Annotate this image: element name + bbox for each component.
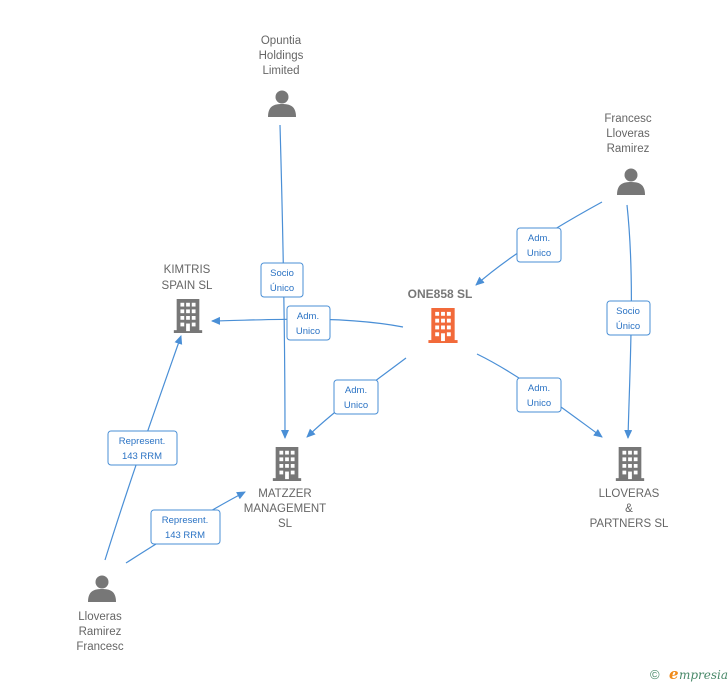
svg-text:Unico: Unico bbox=[527, 398, 551, 409]
svg-text:Unico: Unico bbox=[296, 326, 320, 337]
svg-text:Ramirez: Ramirez bbox=[79, 626, 122, 638]
node-one858[interactable]: ONE858 SL bbox=[408, 287, 473, 343]
empresia-watermark: © e mpresia bbox=[650, 665, 728, 683]
svg-text:Adm.: Adm. bbox=[345, 385, 367, 396]
copyright-symbol: © bbox=[650, 667, 660, 682]
svg-text:ONE858 SL: ONE858 SL bbox=[408, 287, 473, 301]
edge-lines bbox=[104, 124, 633, 564]
node-francesc-lloveras-ramirez[interactable]: Francesc Lloveras Ramirez bbox=[604, 113, 652, 195]
svg-text:MANAGEMENT: MANAGEMENT bbox=[244, 503, 326, 515]
svg-text:Francesc: Francesc bbox=[604, 113, 652, 125]
svg-text:Francesc: Francesc bbox=[76, 641, 124, 653]
svg-text:LLOVERAS: LLOVERAS bbox=[599, 488, 660, 500]
svg-text:Adm.: Adm. bbox=[297, 311, 319, 322]
svg-text:PARTNERS SL: PARTNERS SL bbox=[590, 518, 669, 530]
node-opuntia-holdings[interactable]: Opuntia Holdings Limited bbox=[259, 35, 304, 117]
edge-label-adm-unico-kimtris: Adm. Unico bbox=[286, 305, 331, 341]
svg-text:SPAIN SL: SPAIN SL bbox=[162, 280, 214, 292]
svg-text:Limited: Limited bbox=[262, 65, 299, 77]
svg-text:MATZZER: MATZZER bbox=[258, 488, 311, 500]
svg-text:Socio: Socio bbox=[270, 268, 294, 279]
svg-text:&: & bbox=[625, 503, 633, 515]
edge-label-adm-unico-lloveras: Adm. Unico bbox=[516, 377, 562, 413]
svg-text:Único: Único bbox=[616, 321, 640, 332]
svg-text:Unico: Unico bbox=[344, 400, 368, 411]
edge-label-socio-unico-1: Socio Único bbox=[260, 262, 304, 298]
svg-text:Represent.: Represent. bbox=[119, 436, 165, 447]
edge-label-represent-kimtris: Represent. 143 RRM bbox=[107, 430, 178, 466]
svg-text:Adm.: Adm. bbox=[528, 383, 550, 394]
person-icon bbox=[268, 90, 296, 117]
edge-label-represent-matzzer: Represent. 143 RRM bbox=[150, 509, 221, 545]
node-lloveras-ramirez-francesc[interactable]: Lloveras Ramirez Francesc bbox=[76, 575, 124, 654]
building-icon bbox=[272, 447, 302, 481]
building-icon bbox=[173, 299, 203, 333]
svg-text:SL: SL bbox=[278, 518, 293, 530]
svg-text:KIMTRIS: KIMTRIS bbox=[164, 264, 211, 276]
edge-label-adm-unico-one858: Adm. Unico bbox=[516, 227, 562, 263]
edge-label-socio-unico-2: Socio Único bbox=[606, 300, 651, 336]
brand-e-logo: e bbox=[669, 665, 679, 683]
svg-text:Socio: Socio bbox=[616, 306, 640, 317]
svg-text:Lloveras: Lloveras bbox=[606, 128, 650, 140]
building-icon bbox=[615, 447, 645, 481]
svg-text:Ramirez: Ramirez bbox=[607, 143, 650, 155]
person-icon bbox=[617, 168, 645, 195]
svg-text:Opuntia: Opuntia bbox=[261, 35, 302, 47]
svg-text:143 RRM: 143 RRM bbox=[122, 451, 162, 462]
svg-text:Represent.: Represent. bbox=[162, 515, 208, 526]
svg-text:Holdings: Holdings bbox=[259, 50, 304, 62]
svg-text:143 RRM: 143 RRM bbox=[165, 530, 205, 541]
building-icon-main bbox=[428, 308, 458, 343]
svg-text:Unico: Unico bbox=[527, 248, 551, 259]
svg-text:Lloveras: Lloveras bbox=[78, 611, 122, 623]
edge-label-adm-unico-matzzer: Adm. Unico bbox=[333, 379, 379, 415]
node-matzzer-management[interactable]: MATZZER MANAGEMENT SL bbox=[244, 447, 326, 530]
svg-text:Único: Único bbox=[270, 283, 294, 294]
node-lloveras-partners[interactable]: LLOVERAS & PARTNERS SL bbox=[590, 447, 669, 530]
person-icon bbox=[88, 575, 116, 602]
svg-text:Adm.: Adm. bbox=[528, 233, 550, 244]
brand-name: mpresia bbox=[679, 668, 728, 682]
node-kimtris-spain[interactable]: KIMTRIS SPAIN SL bbox=[162, 264, 214, 333]
